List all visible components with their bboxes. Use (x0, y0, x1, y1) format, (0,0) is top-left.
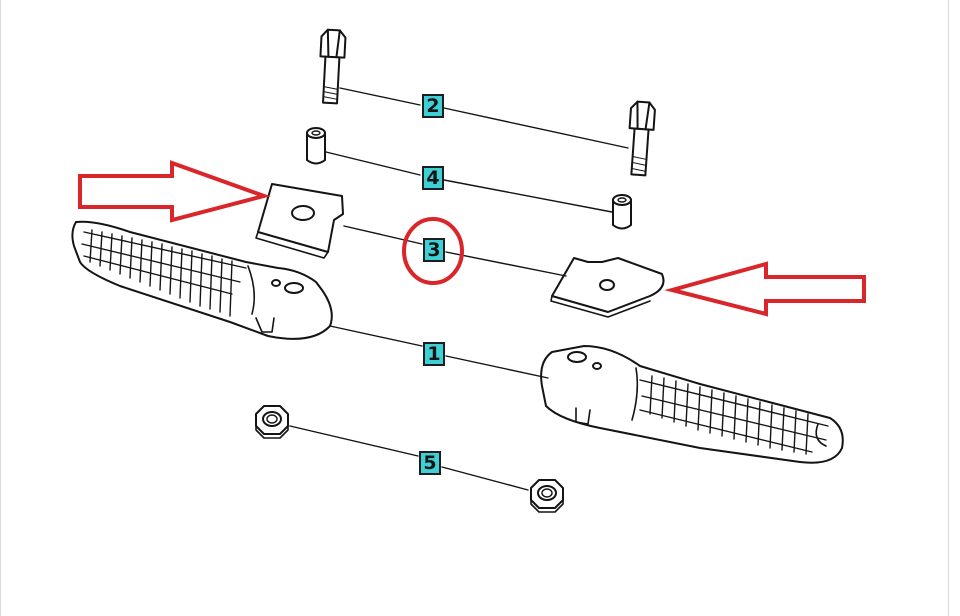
arrow-right (664, 261, 866, 317)
footpeg-left (71, 220, 333, 340)
leader-bolt-left (339, 87, 421, 106)
spacer-left (306, 127, 326, 165)
leader-plate-left (343, 225, 423, 245)
leader-spacer-right (443, 179, 613, 213)
leader-peg-left (329, 325, 423, 347)
plate-right (550, 257, 665, 318)
callout-label-5: 5 (419, 451, 441, 475)
spacer-right (612, 194, 632, 230)
highlight-annotations (78, 160, 866, 317)
callout-label-2: 2 (422, 94, 444, 118)
leader-spacer-left (325, 151, 421, 176)
circle-highlight (402, 217, 464, 285)
callout-label-4: 4 (422, 166, 444, 190)
plate-left (255, 183, 344, 259)
leader-peg-right (445, 355, 549, 379)
leader-nut-right (441, 466, 529, 491)
bolt-left (319, 28, 347, 105)
bolt-right (628, 100, 656, 177)
leader-nut-left (289, 425, 419, 457)
nut-left (255, 405, 289, 439)
leader-plate-right (445, 251, 567, 277)
right-border (948, 0, 949, 616)
callout-label-1: 1 (423, 342, 445, 366)
leader-lines (289, 87, 629, 491)
footpeg-right (540, 345, 844, 464)
leader-bolt-right (443, 107, 629, 149)
arrow-left (78, 160, 271, 223)
left-border (0, 0, 1, 616)
callout-label-3: 3 (423, 238, 445, 262)
nut-right (530, 479, 564, 513)
